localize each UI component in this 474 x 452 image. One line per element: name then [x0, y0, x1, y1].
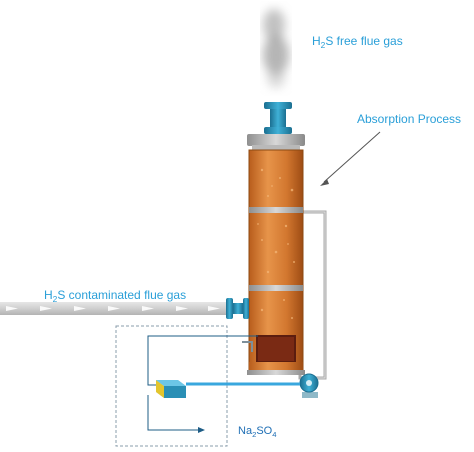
smoke-plume [263, 9, 289, 88]
absorption-column [247, 149, 305, 375]
sump-connector [242, 341, 253, 352]
product-label: Na2SO4 [238, 425, 277, 439]
treatment-unit-boundary [115, 325, 228, 447]
bleed-lines [147, 335, 258, 431]
top-outlet-flange [264, 102, 292, 134]
reactor-unit [156, 380, 186, 398]
recirculation-pipe [298, 210, 327, 380]
annotation-arrow [320, 131, 381, 186]
inlet-gas-pipe [0, 302, 232, 315]
flow-arrows [6, 306, 220, 311]
side-inlet-flange [226, 298, 249, 319]
absorption-process-label: Absorption Process [357, 112, 462, 126]
outlet-gas-label: H2S free flue gas [312, 34, 403, 50]
circulation-pump [299, 373, 319, 398]
inlet-gas-label: H2S contaminated flue gas [44, 288, 187, 304]
column-top-cap [247, 134, 305, 151]
packing-speckles [257, 168, 295, 319]
product-arrow [198, 427, 205, 433]
